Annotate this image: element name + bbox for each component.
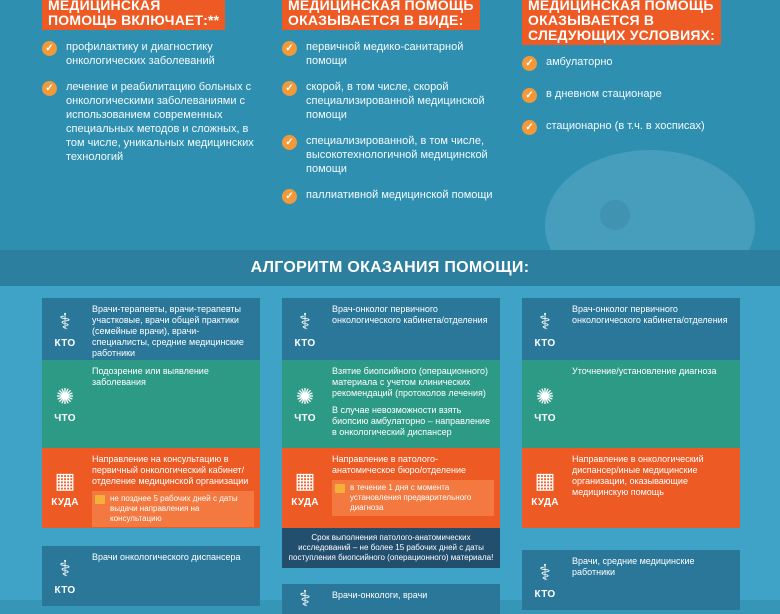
list-item: ✓в дневном стационаре: [522, 87, 757, 103]
types-list: ✓первичной медико-санитарной помощи ✓ско…: [282, 40, 507, 204]
flow-card-4: ⚕КТО Врачи онкологического диспансера: [42, 546, 260, 606]
who-row: ⚕КТО Врач-онколог первичного онкологичес…: [282, 298, 500, 360]
who-row: ⚕КТО Врач-онколог первичного онкологичес…: [522, 298, 740, 360]
who-cell: ⚕КТО: [522, 298, 568, 360]
flow-card-1: ⚕КТО Врачи-терапевты, врачи-терапевты уч…: [42, 298, 260, 528]
who-row: ⚕ Врачи-онкологи, врачи: [282, 584, 500, 614]
flow-card-2: ⚕КТО Врач-онколог первичного онкологичес…: [282, 298, 500, 568]
doctor-icon: ⚕: [59, 555, 71, 581]
deadline-note: не позднее 5 рабочих дней с даты выдачи …: [92, 491, 254, 527]
what-row: ✺ЧТО Уточнение/установление диагноза: [522, 360, 740, 448]
who-row: ⚕КТО Врачи, средние медицинские работник…: [522, 550, 740, 610]
includes-column: МЕДИЦИНСКАЯ ПОМОЩЬ ВКЛЮЧАЕТ:** ✓профилак…: [42, 0, 267, 176]
calendar-icon: [335, 484, 345, 493]
check-icon: ✓: [42, 81, 57, 96]
where-cell: ▦КУДА: [291, 467, 319, 508]
who-cell: ⚕КТО: [42, 298, 88, 360]
check-icon: ✓: [282, 135, 297, 150]
flow-card-3: ⚕КТО Врач-онколог первичного онкологичес…: [522, 298, 740, 528]
types-column: МЕДИЦИНСКАЯ ПОМОЩЬ ОКАЗЫВАЕТСЯ В ВИДЕ: ✓…: [282, 0, 507, 214]
conditions-list: ✓амбулаторно ✓в дневном стационаре ✓стац…: [522, 55, 757, 135]
where-row: ▦КУДА Направление на консультацию в перв…: [42, 448, 260, 528]
check-icon: ✓: [522, 120, 537, 135]
list-item: ✓паллиативной медицинской помощи: [282, 188, 507, 204]
virus-icon: ✺: [295, 383, 315, 409]
who-cell: ⚕: [282, 584, 328, 614]
types-header: МЕДИЦИНСКАЯ ПОМОЩЬ ОКАЗЫВАЕТСЯ В ВИДЕ:: [282, 0, 480, 30]
what-cell: ✺ЧТО: [534, 383, 556, 424]
virus-icon: ✺: [55, 383, 75, 409]
who-row: ⚕КТО Врачи-терапевты, врачи-терапевты уч…: [42, 298, 260, 360]
conditions-column: МЕДИЦИНСКАЯ ПОМОЩЬ ОКАЗЫВАЕТСЯ В СЛЕДУЮЩ…: [522, 0, 757, 151]
includes-header: МЕДИЦИНСКАЯ ПОМОЩЬ ВКЛЮЧАЕТ:**: [42, 0, 226, 30]
conditions-header: МЕДИЦИНСКАЯ ПОМОЩЬ ОКАЗЫВАЕТСЯ В СЛЕДУЮЩ…: [522, 0, 721, 45]
list-item: ✓лечение и реабилитацию больных с онколо…: [42, 80, 267, 164]
where-cell: ▦КУДА: [531, 467, 559, 508]
check-icon: ✓: [282, 81, 297, 96]
what-row: ✺ЧТО Взятие биопсийного (операционного) …: [282, 360, 500, 448]
decorative-cell-illustration: [545, 150, 755, 250]
list-item: ✓профилактику и диагностику онкологическ…: [42, 40, 267, 68]
what-cell: ✺ЧТО: [294, 383, 316, 424]
flow-card-5: ⚕ Врачи-онкологи, врачи: [282, 584, 500, 614]
check-icon: ✓: [522, 56, 537, 71]
decorative-dot: [600, 200, 630, 230]
algorithm-title: АЛГОРИТМ ОКАЗАНИЯ ПОМОЩИ:: [250, 259, 530, 276]
who-row: ⚕КТО Врачи онкологического диспансера: [42, 546, 260, 606]
who-cell: ⚕КТО: [42, 546, 88, 606]
deadline-note: в течение 1 дня с момента установления п…: [332, 480, 494, 516]
list-item: ✓скорой, в том числе, скорой специализир…: [282, 80, 507, 122]
flow-card-6: ⚕КТО Врачи, средние медицинские работник…: [522, 550, 740, 610]
where-row: ▦КУДА Направление в патолого-анатомическ…: [282, 448, 500, 528]
where-cell: ▦КУДА: [51, 467, 79, 508]
building-icon: ▦: [534, 467, 556, 493]
virus-icon: ✺: [535, 383, 555, 409]
term-note: Срок выполнения патолого-анатомических и…: [282, 528, 500, 568]
building-icon: ▦: [294, 467, 316, 493]
doctor-icon: ⚕: [539, 559, 551, 585]
list-item: ✓амбулаторно: [522, 55, 757, 71]
building-icon: ▦: [54, 467, 76, 493]
check-icon: ✓: [282, 189, 297, 204]
list-item: ✓первичной медико-санитарной помощи: [282, 40, 507, 68]
calendar-icon: [95, 495, 105, 504]
algorithm-section: ⚕КТО Врачи-терапевты, врачи-терапевты уч…: [0, 286, 780, 614]
includes-list: ✓профилактику и диагностику онкологическ…: [42, 40, 267, 164]
check-icon: ✓: [282, 41, 297, 56]
where-row: ▦КУДА Направление в онкологический диспа…: [522, 448, 740, 528]
what-row: ✺ЧТО Подозрение или выявление заболевани…: [42, 360, 260, 448]
top-section: МЕДИЦИНСКАЯ ПОМОЩЬ ВКЛЮЧАЕТ:** ✓профилак…: [0, 0, 780, 250]
who-cell: ⚕КТО: [282, 298, 328, 360]
doctor-icon: ⚕: [299, 586, 311, 611]
doctor-icon: ⚕: [299, 308, 311, 334]
who-cell: ⚕КТО: [522, 550, 568, 610]
check-icon: ✓: [522, 88, 537, 103]
doctor-icon: ⚕: [539, 308, 551, 334]
list-item: ✓специализированной, в том числе, высоко…: [282, 134, 507, 176]
doctor-icon: ⚕: [59, 308, 71, 334]
check-icon: ✓: [42, 41, 57, 56]
what-cell: ✺ЧТО: [54, 383, 76, 424]
list-item: ✓стационарно (в т.ч. в хосписах): [522, 119, 757, 135]
algorithm-band: АЛГОРИТМ ОКАЗАНИЯ ПОМОЩИ:: [0, 250, 780, 286]
